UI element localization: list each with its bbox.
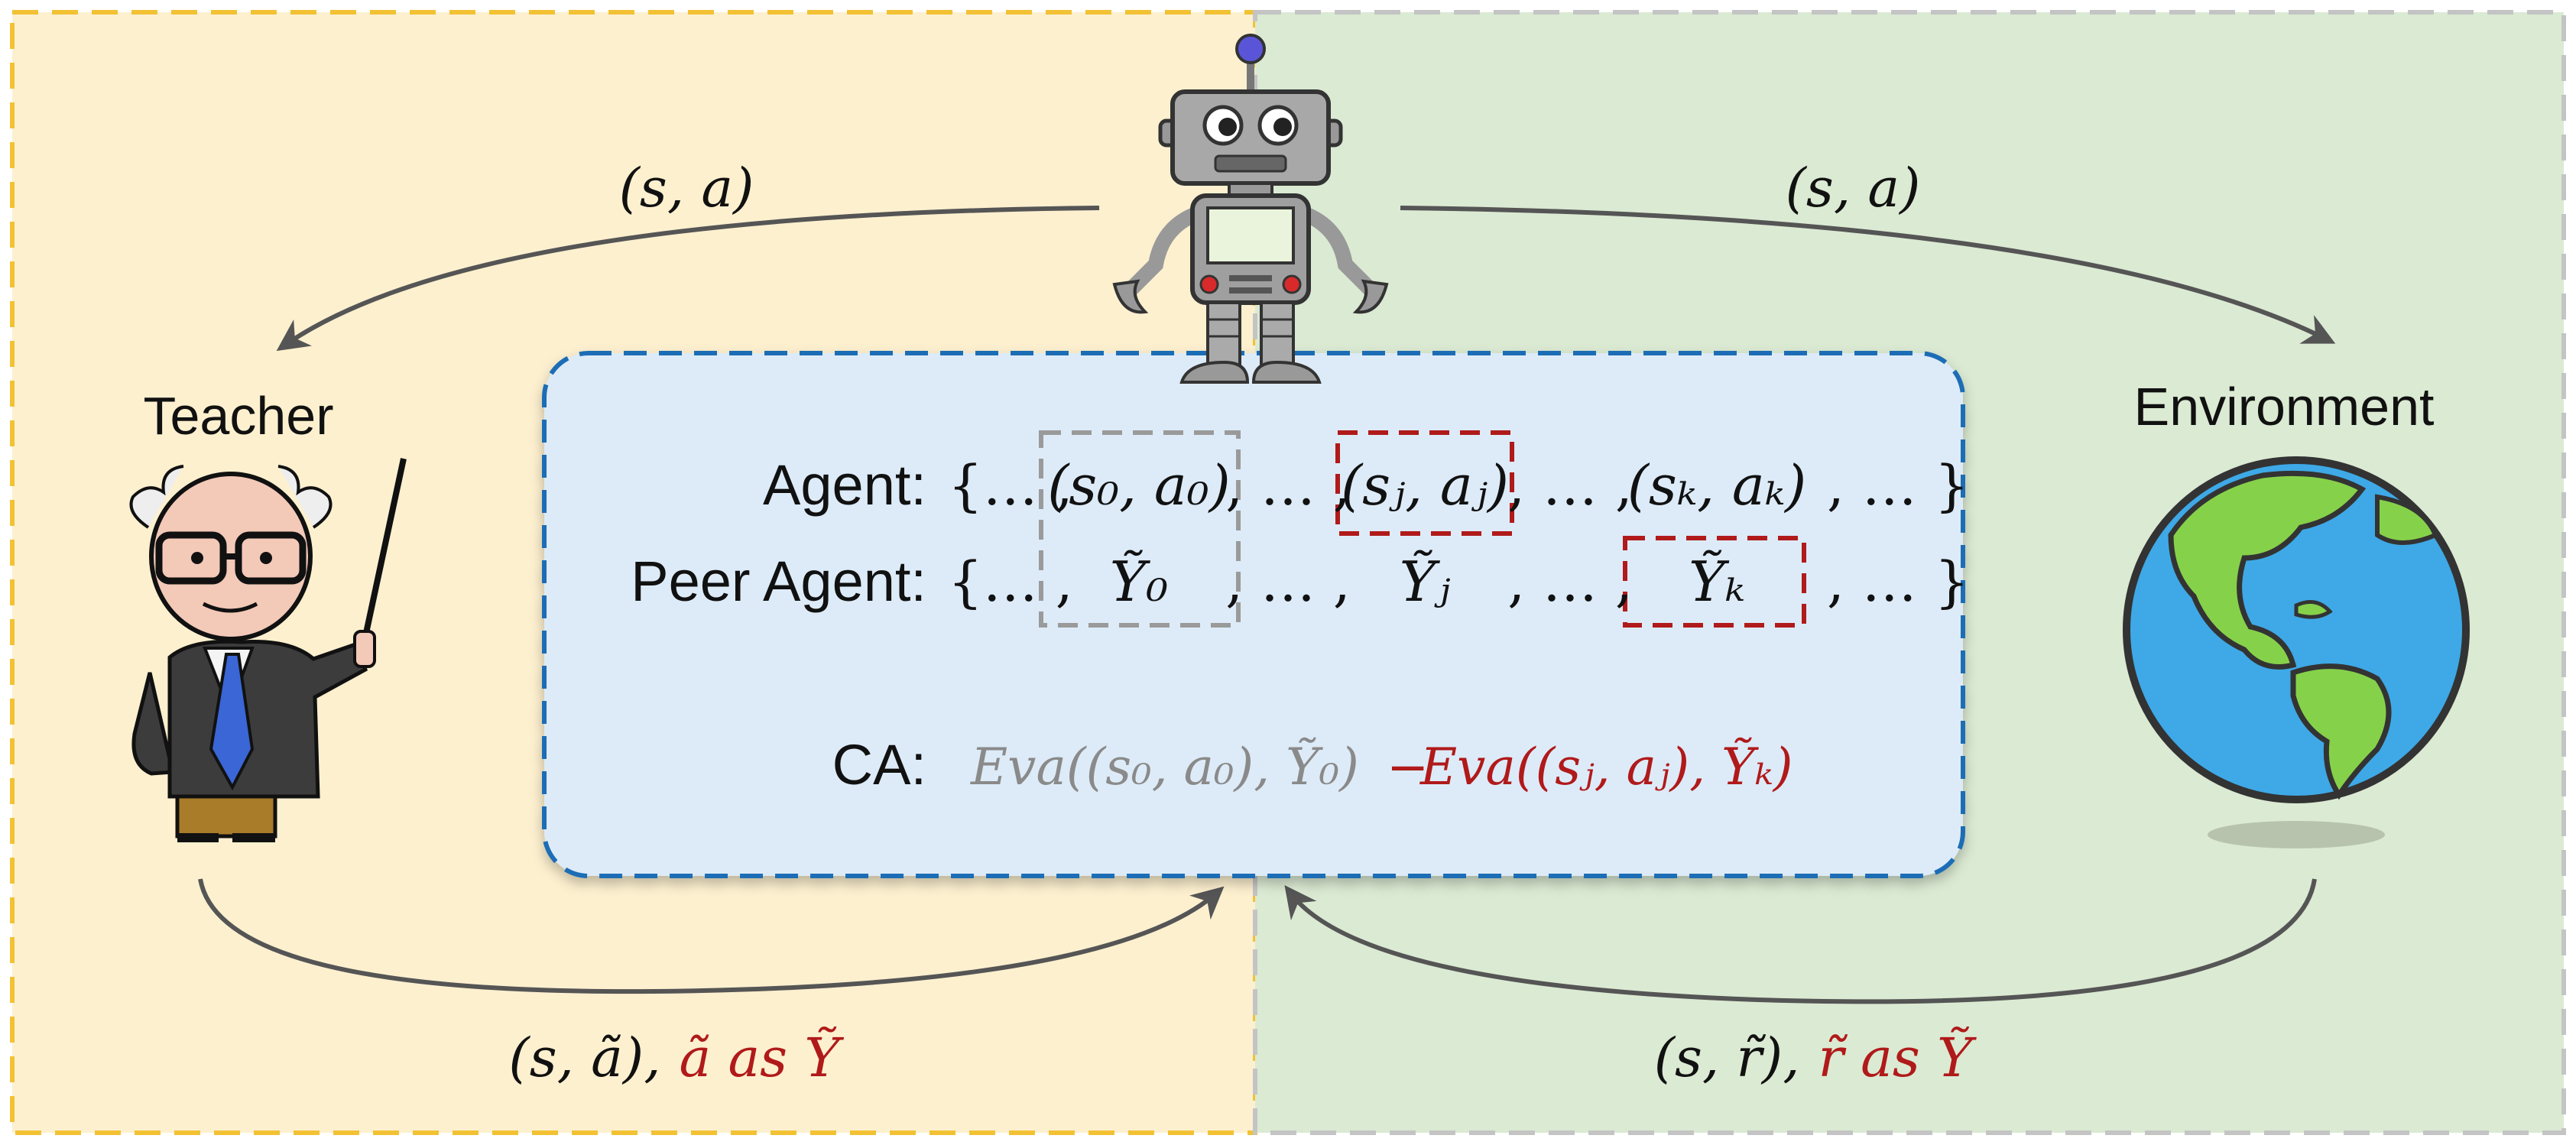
environment-label: Environment xyxy=(2134,377,2435,436)
agent-seq-part: (s₀, a₀) xyxy=(1047,453,1231,517)
ca-term-1: Eva((s₀, a₀), Ỹ₀) xyxy=(970,738,1359,796)
agent-seq-part: , … } xyxy=(1827,453,1969,517)
highlight-box-index-0 xyxy=(1039,430,1241,628)
edge-label-teacher-feedback: (s, ã), ã as Ỹ xyxy=(508,1027,844,1089)
agent-seq-part: {… , xyxy=(948,453,1073,517)
agent-sequence: {… , (s₀, a₀) , … , (sⱼ, aⱼ) , … , (sₖ, … xyxy=(948,453,1969,517)
ca-operator: − xyxy=(1387,738,1429,796)
agent-seq-part: , … , xyxy=(1225,453,1351,517)
highlight-box-peer-k xyxy=(1623,536,1806,628)
peer-seq-part: Ỹⱼ xyxy=(1400,549,1451,614)
teacher-feedback-pair: (s, ã), xyxy=(508,1027,660,1089)
environment-feedback-note: r̃ as Ỹ xyxy=(1818,1027,1977,1089)
peer-seq-part: Ỹₖ xyxy=(1689,549,1745,614)
teacher-label: Teacher xyxy=(143,386,333,446)
arrow-teacher-feedback xyxy=(198,878,1225,994)
ca-row-label: CA: xyxy=(832,733,926,796)
peer-seq-part: , … } xyxy=(1827,550,1969,614)
ca-term-2: Eva((sⱼ, aⱼ), Ỹₖ) xyxy=(1419,738,1792,796)
edge-label-robot-to-teacher: (s, a) xyxy=(619,157,754,219)
peer-seq-part: , … , xyxy=(1507,550,1633,614)
edge-label-robot-to-environment: (s, a) xyxy=(1786,157,1921,219)
peer-seq-part: {… , xyxy=(948,550,1073,614)
peer-sequence: {… , Ỹ₀ , … , Ỹⱼ , … , Ỹₖ , … } xyxy=(948,549,1969,614)
peer-seq-part: , … , xyxy=(1225,550,1351,614)
robot-icon xyxy=(1112,34,1389,384)
highlight-box-agent-j xyxy=(1335,430,1514,536)
arrow-robot-to-environment xyxy=(1400,206,2336,344)
edge-label-environment-feedback: (s, r̃), r̃ as Ỹ xyxy=(1654,1027,1977,1089)
agent-seq-part: , … , xyxy=(1507,453,1633,517)
environment-feedback-pair: (s, r̃), xyxy=(1654,1027,1800,1089)
globe-icon xyxy=(2123,456,2470,848)
agent-row-label: Agent: xyxy=(763,453,926,517)
teacher-icon xyxy=(129,458,407,842)
ca-formula: Eva((s₀, a₀), Ỹ₀) − Eva((sⱼ, aⱼ), Ỹₖ) xyxy=(970,738,1792,796)
arrow-robot-to-teacher xyxy=(276,206,1100,352)
teacher-feedback-note: ã as Ỹ xyxy=(679,1027,844,1089)
peer-seq-part: Ỹ₀ xyxy=(1110,549,1168,614)
arrow-environment-feedback xyxy=(1284,878,2317,1004)
agent-seq-part: (sⱼ, aⱼ) xyxy=(1341,453,1509,517)
peer-agent-row-label: Peer Agent: xyxy=(631,550,926,613)
agent-seq-part: (sₖ, aₖ) xyxy=(1627,453,1806,517)
ca-box xyxy=(542,351,1965,878)
